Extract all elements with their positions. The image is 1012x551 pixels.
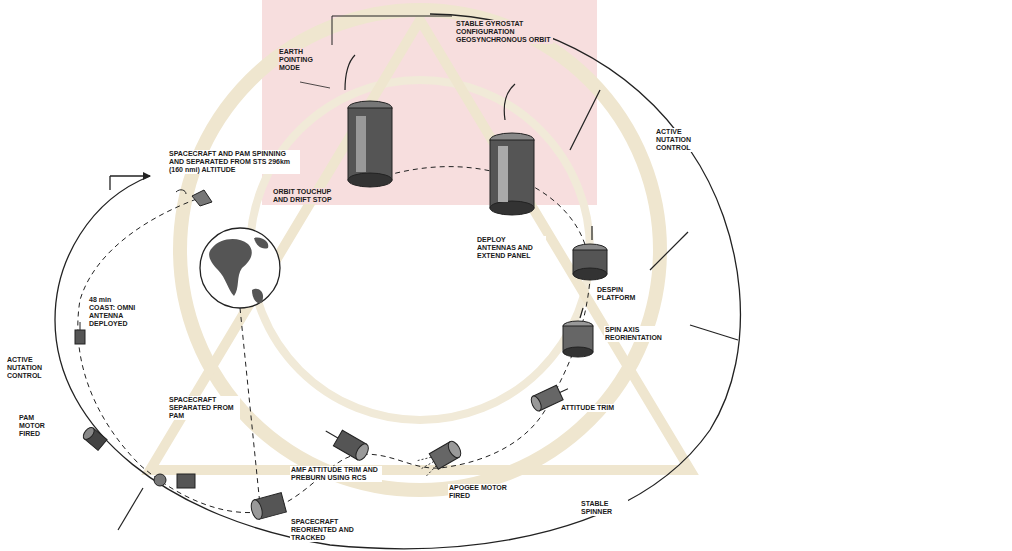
step-label: ACTIVE NUTATION CONTROL xyxy=(655,128,713,152)
continent xyxy=(209,239,252,296)
phase-tick xyxy=(570,90,600,150)
spacecraft-separated xyxy=(154,474,195,488)
watermark-triangle xyxy=(150,20,690,470)
step-label: DESPIN PLATFORM xyxy=(596,286,642,302)
step-label: ATTITUDE TRIM xyxy=(560,404,622,412)
arc-stem xyxy=(109,176,110,190)
spacecraft-amf xyxy=(321,423,371,462)
spacecraft-coast xyxy=(75,322,85,344)
step-label: EARTH POINTING MODE xyxy=(278,48,324,72)
leader-line xyxy=(332,16,452,45)
spacecraft-reorient xyxy=(563,308,593,357)
step-label: APOGEE MOTOR FIRED xyxy=(448,484,530,500)
step-label: STABLE GYROSTAT CONFIGURATION GEOSYNCHRO… xyxy=(455,20,553,44)
step-label: SPIN AXIS REORIENTATION xyxy=(604,326,670,342)
spacecraft-deploy xyxy=(490,84,534,215)
step-label: ACTIVE NUTATION CONTROL xyxy=(6,356,54,380)
earth xyxy=(200,228,280,308)
trajectory xyxy=(240,308,260,505)
arc-arrow xyxy=(110,175,150,176)
spacecraft-tracked xyxy=(249,493,286,521)
step-label: DEPLOY ANTENNAS AND EXTEND PANEL xyxy=(476,236,546,260)
phase-tick xyxy=(650,232,688,270)
step-label: ORBIT TOUCHUP AND DRIFT STOP xyxy=(272,188,340,204)
step-label: SPACECRAFT SEPARATED FROM PAM xyxy=(168,396,240,420)
phase-tick xyxy=(118,488,143,530)
step-label: SPACECRAFT AND PAM SPINNING AND SEPARATE… xyxy=(168,150,300,174)
phase-arc xyxy=(55,14,740,549)
leader-line xyxy=(300,82,330,88)
step-label: AMF ATTITUDE TRIM AND PREBURN USING RCS xyxy=(290,466,382,482)
watermark-ring xyxy=(180,10,660,490)
spacecraft-sts xyxy=(176,190,212,206)
spacecraft-despin xyxy=(573,226,607,280)
spacecraft-gyrostat xyxy=(345,55,392,187)
spacecraft-pam xyxy=(81,426,107,451)
step-label: STABLE SPINNER xyxy=(580,500,628,516)
continent xyxy=(252,289,263,304)
phase-tick xyxy=(690,325,738,340)
step-label: 48 min COAST: OMNI ANTENNA DEPLOYED xyxy=(88,296,140,328)
trajectory xyxy=(78,167,590,513)
watermark-ring xyxy=(250,80,590,420)
step-label: PAM MOTOR FIRED xyxy=(18,414,60,438)
spacecraft-apogee xyxy=(415,439,463,477)
continent xyxy=(254,238,268,249)
step-label: SPACECRAFT REORIENTED AND TRACKED xyxy=(290,518,372,542)
